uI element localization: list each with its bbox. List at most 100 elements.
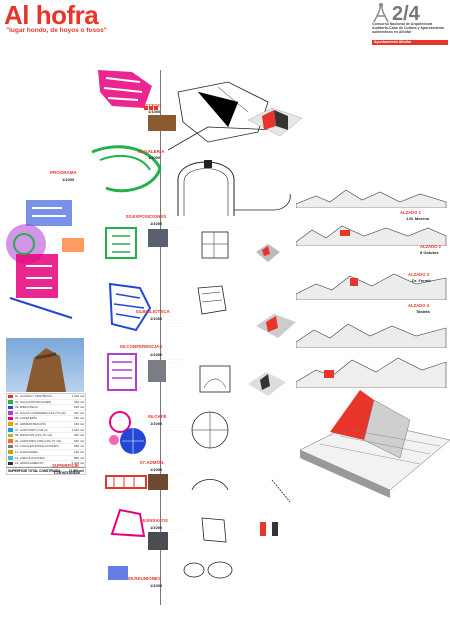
section-label-07: 07.ADMÓN. [140,460,165,465]
legend-name: 12. CIRCULACIONES [15,455,45,460]
legend-value: 1.220 m2 [71,427,84,432]
legend-value: 630 m2 [73,405,84,410]
program-label: PROGRAMA [50,170,77,175]
elevation-2-title: ALZADO 2 [420,244,441,249]
section-scale-04: 1/1000 [150,316,163,321]
plan-03-exposiciones [105,227,137,259]
superficie-title: SUPERFICIE [52,463,80,468]
elevation-1-title: ALZADO 1 [400,210,421,215]
legend-value: 160 m2 [73,421,84,426]
legend-value: 640 m2 [73,438,84,443]
legend-row: 12. CIRCULACIONES 860 m2 [7,456,85,462]
legend-swatch [8,450,13,455]
project-subtitle: "lugar hondo, de hoyos o fosos" [6,27,107,34]
plan-02-galeria [91,145,162,193]
legend-swatch [8,422,13,427]
legend-row: 05. CAFETERÍA 150 m2 [7,416,85,422]
drawing-04 [197,285,227,315]
legend-name: 11. ALMACENES [15,449,39,454]
competition-title: Concurso Nacional de Arquitectura Audito… [372,22,445,35]
legend-name: 01. ACCESO / VESTÍBULO [15,394,52,398]
photo-monument [6,338,84,392]
legend-swatch [8,428,13,432]
legend-swatch [8,444,13,449]
section-scale-09: 1/1000 [150,583,163,588]
plan-07-admon [105,475,147,489]
elevation-3-drawing [296,273,447,300]
blue-dome-icon [120,428,146,454]
text-block-07: · · · · · · · · · · · · [170,472,186,479]
section-label-02: 02.GALERIA [138,149,165,154]
legend-swatch [8,400,13,404]
sheet-number: 2/4 [392,3,420,25]
legend-row: 02. SALA EXPOSICIONES 420 m2 [7,400,85,406]
legend-row: 03. BIBLIOTECA 630 m2 [7,405,85,411]
legend-name: 09. AUDITORIO (400+170+70 m2) [15,438,62,443]
section-scale-03: 1/1000 [150,221,163,226]
photo-exposiciones [148,229,168,247]
plan-01-acceso [98,70,152,108]
program-plan [6,200,84,319]
text-block-01: · · · · · · · · · · [178,112,192,119]
sponsor-label: Ayuntamiento Alhófar [374,40,412,44]
legend-value: 340 m2 [73,433,84,438]
section-label-01: 01.ACCESO [136,103,162,108]
section-scale-05: 1/1000 [150,352,163,357]
legend-swatch [8,394,13,399]
legend-value: 420 m2 [73,399,84,404]
section-scale-08: 1/1000 [150,525,163,530]
legend-value: 150 m2 [73,416,84,421]
axonometric-04 [256,314,296,338]
legend-swatch [8,411,13,415]
stair-icon [271,479,291,503]
monument-figure-icon [26,348,66,392]
plan-08-ensayos [110,508,146,538]
elevation-3-sub: Dr. Fermb [412,278,431,283]
section-scale-01: 1/1000 [148,109,161,114]
legend-name: 03. BIBLIOTECA [15,405,38,410]
legend-value: 1.260 m2 [71,394,84,398]
section-label-08: 08.ENSAYOS [140,518,168,523]
section-scale-06: 1/1000 [150,421,163,426]
sponsor-bar: Ayuntamiento Alhófar [372,40,448,45]
section-axis [160,70,161,605]
legend-swatch [8,456,13,460]
drawing-03 [201,231,229,259]
drawing-06 [191,411,229,449]
legend-swatch [8,461,13,466]
section-scale-07: 1/1000 [150,467,163,472]
elevation-4-sub: Tasteta [416,309,430,314]
legend-name: 02. SALA EXPOSICIONES [15,399,52,404]
legend-name: 07. AUDITORIO (745 pl) [15,427,48,432]
legend-value: 280 m2 [73,444,84,449]
areas-legend: 01. ACCESO / VESTÍBULO 1.260 m2 02. SALA E… [6,393,86,475]
text-block-06: · · · · · · · · · · · · · · · · · · [168,426,184,433]
plan-05-conferencias [107,353,137,391]
legend-swatch [8,433,13,438]
photo-conferencias [148,360,166,382]
elevation-4-drawing [296,323,447,348]
photo-admon [148,474,168,490]
legend-value: 860 m2 [73,455,84,460]
plan-04-biblioteca [108,282,152,332]
text-block-04: · · · · · · · · · · · · · · · · · · [168,322,184,329]
elevation-4-title: ALZADO 4 [408,303,429,308]
legend-name: 08. ENSAYOS (270+70 m2) [15,433,53,438]
drawing-01 [168,81,278,151]
legend-row: 04. SALAS CONFERENCIAS (75+40)310 m2 [7,411,85,417]
legend-name: 05. CAFETERÍA [15,416,37,421]
drawing-07 [191,479,229,491]
legend-row: 07. AUDITORIO (745 pl) 1.220 m2 [7,428,85,434]
drawing-08 [201,517,227,543]
text-block-03: · · · · · · · · · · · · · · · · [170,226,186,233]
legend-name: 10. LOCALES INSTALACIONES [15,444,59,449]
axonometric-08 [260,522,278,536]
plan-09-reuniones [108,566,128,580]
photo-acceso [148,115,176,131]
drawing-09 [183,561,233,579]
legend-value: 310 m2 [73,410,84,415]
legend-name: 13. APARCAMIENTO [15,461,44,466]
elevation-2-drawing [296,225,447,246]
